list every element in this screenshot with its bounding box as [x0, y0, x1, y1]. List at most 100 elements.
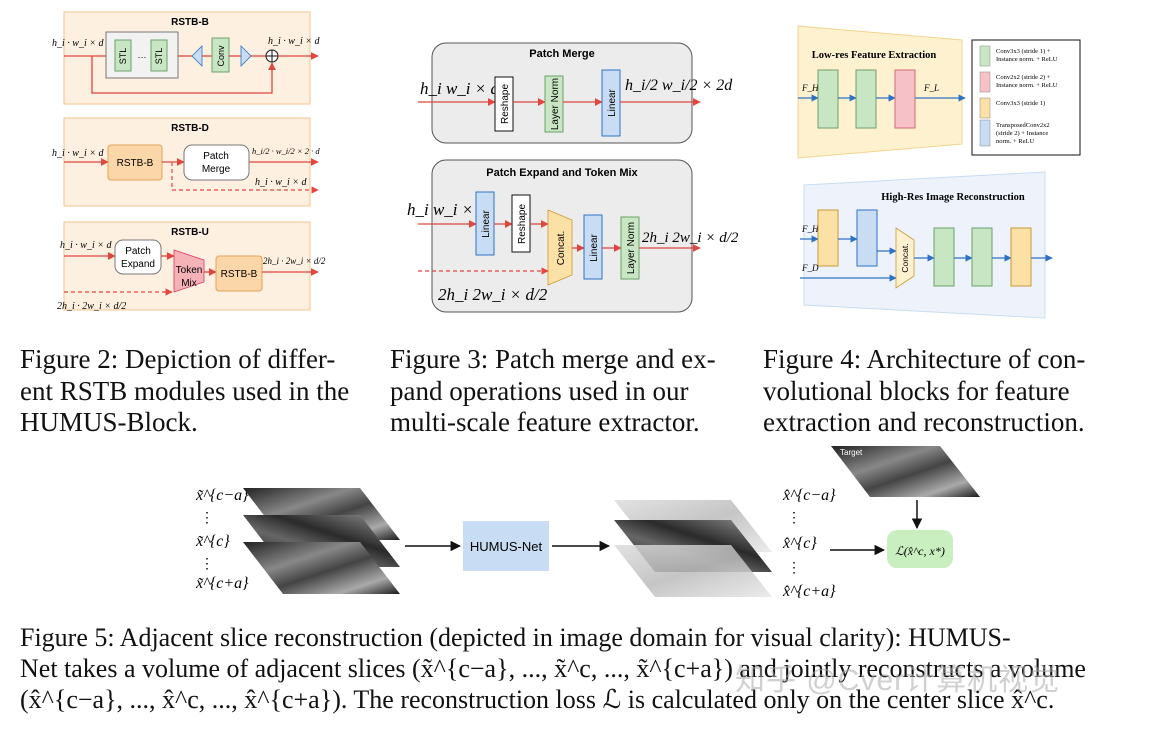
legend-text: Conv2x2 (stride 2) +: [996, 74, 1051, 81]
loss-block: [887, 530, 953, 568]
fig3-caption-line-3: multi-scale feature extractor.: [390, 407, 700, 437]
legend-text: Conv3x3 (stride 1): [996, 100, 1045, 107]
rstb-u-in-label: h_i · w_i × d: [60, 240, 112, 251]
legend-text: TransposedConv2x2: [996, 122, 1050, 129]
fig2-rstb-d: RSTB-D h_i · w_i × d RSTB-B Patch Merge …: [52, 117, 320, 207]
hr-concat-block: [895, 227, 915, 289]
legend-text: Instance norm. + ReLU: [996, 56, 1058, 63]
lr-down-block: [894, 69, 916, 129]
input-dots-2: ⋮: [200, 557, 214, 572]
input-slice-label-top: x̃^{c−a}: [195, 487, 249, 504]
pe-reshape-label: Reshape: [517, 204, 528, 244]
patch-expand-out-label: 2h_i 2w_i × d/2: [642, 230, 739, 246]
conv-label: Conv: [216, 45, 226, 67]
fig5-caption-line-1: Figure 5: Adjacent slice reconstruction …: [20, 623, 1011, 652]
humus-net-block: [463, 521, 549, 571]
rstb-u-rstb-b-label: RSTB-B: [221, 269, 258, 280]
fig4-caption: Figure 4: Architecture of con- volutiona…: [763, 344, 1113, 439]
legend-text: Conv3x3 (stride 1) +: [996, 48, 1051, 55]
output-dots-1: ⋮: [787, 511, 801, 526]
fig2-caption-line-1: Figure 2: Depiction of differ-: [20, 344, 336, 374]
legend-text: norm. + ReLU: [996, 138, 1034, 145]
fig4-highres: High-Res Image Reconstruction F_H F_D Co…: [800, 171, 1053, 319]
pm-layernorm-block: [544, 75, 564, 133]
hr-conv-block-2: [933, 227, 955, 287]
rstb-u-out-label: 2h_i · 2w_i × d/2: [263, 256, 326, 266]
legend-text: (stride 2) + Instance: [996, 130, 1048, 137]
stl-label-1: STL: [118, 48, 128, 65]
patch-expand-label-1: Patch: [125, 246, 151, 257]
rstb-d-in-label: h_i · w_i × d: [52, 148, 104, 159]
rstb-d-title: RSTB-D: [171, 123, 209, 134]
input-dots-1: ⋮: [200, 511, 214, 526]
token-mix-label-1: Token: [176, 265, 203, 276]
fig3-patch-expand: Patch Expand and Token Mix h_i w_i × d L…: [407, 159, 739, 313]
legend-swatch: [979, 97, 991, 119]
hr-conv-block-4: [1010, 227, 1032, 287]
fig2-rstb-b: RSTB-B h_i · w_i × d STL ··· STL Conv h_…: [52, 11, 320, 105]
input-slice-label-mid: x̃^{c}: [195, 533, 230, 550]
legend-swatch: [979, 119, 991, 147]
input-slice-3: [243, 542, 400, 594]
rstb-b-title: RSTB-B: [171, 17, 209, 28]
fig3-caption-line-2: pand operations used in our: [390, 375, 689, 406]
rstb-b-skip: [91, 56, 276, 94]
rstb-d-rstb-b-label: RSTB-B: [117, 158, 154, 169]
target-label: Target: [840, 448, 863, 457]
lowres-out-label: F_L: [923, 83, 939, 93]
token-mix-label-2: Mix: [181, 278, 197, 289]
hr-concat-label: Concat.: [900, 243, 910, 272]
input-slice-label-bot: x̃^{c+a}: [195, 575, 249, 592]
stl-dots: ···: [138, 52, 147, 62]
fig2-rstb-u: RSTB-U h_i · w_i × d Patch Expand Token …: [57, 221, 326, 312]
output-slice-label-bot: x̂^{c+a}: [782, 583, 836, 600]
stl-block-2: [150, 39, 168, 72]
fig4-lowres: Low-res Feature Extraction F_H F_L: [797, 25, 966, 159]
rstb-u-title: RSTB-U: [171, 227, 209, 238]
patch-expand-in-label: h_i w_i × d: [407, 200, 487, 219]
highres-title: High-Res Image Reconstruction: [881, 192, 1025, 203]
lr-conv-block-2: [855, 69, 877, 129]
patch-expand-skip-label: 2h_i 2w_i × d/2: [438, 285, 548, 304]
pe-concat-label: Concat.: [556, 231, 567, 265]
hr-conv-block-1: [817, 209, 839, 267]
fig3-caption-line-1: Figure 3: Patch merge and ex-: [390, 344, 716, 374]
legend-text: Instance norm. + ReLU: [996, 82, 1058, 89]
patch-expand-block: [114, 239, 162, 275]
fig4-caption-line-3: extraction and reconstruction.: [763, 407, 1085, 437]
patch-expand-label-2: Expand: [121, 259, 155, 270]
token-mix-block: [173, 249, 205, 293]
fig4-legend: Conv3x3 (stride 1) +Instance norm. + ReL…: [971, 39, 1081, 156]
rstb-b-in-label: h_i · w_i × d: [52, 38, 104, 49]
highres-in-label-2: F_D: [801, 263, 819, 273]
fig4-caption-line-1: Figure 4: Architecture of con-: [763, 344, 1086, 374]
patch-merge-out-label: h_i/2 w_i/2 × 2d: [625, 77, 733, 94]
rstb-d-out-top-label: h_i/2 · w_i/2 × 2 · d: [252, 146, 320, 156]
hr-conv-block-3: [971, 227, 993, 287]
rstb-u-rstb-b-block: [215, 255, 263, 292]
patch-expand-title: Patch Expand and Token Mix: [486, 167, 638, 179]
stl-block-1: [114, 39, 132, 72]
rstb-d-out-bottom-label: h_i · w_i × d: [255, 177, 307, 188]
fig2-caption-line-2: ent RSTB modules used in the: [20, 375, 350, 406]
fig5-caption-line-3: (x̂^{c−a}, ..., x̂^c, ..., x̂^{c+a}). Th…: [20, 685, 1055, 714]
patch-merge-label-2: Merge: [202, 164, 231, 175]
patch-merge-title: Patch Merge: [529, 48, 594, 60]
fig3-caption: Figure 3: Patch merge and ex- pand opera…: [390, 344, 740, 439]
rstb-b-out-label: h_i · w_i × d: [268, 36, 320, 47]
patch-trapezoid: [240, 45, 252, 67]
rstb-d-skip: [171, 162, 319, 194]
lowres-in-label: F_H: [801, 83, 819, 93]
fig2-caption: Figure 2: Depiction of differ- ent RSTB …: [20, 344, 370, 439]
output-slice-3: [614, 545, 772, 597]
watermark: 知乎 @Cver计算机视觉: [735, 664, 1061, 697]
conv-block: [211, 37, 230, 73]
fig4-caption-line-2: volutional blocks for feature: [763, 375, 1070, 406]
pe-linear-label-1: Linear: [481, 209, 492, 237]
lr-conv-block-1: [817, 69, 839, 129]
fig5-caption: Figure 5: Adjacent slice reconstruction …: [20, 622, 1165, 715]
lowres-panel: [797, 25, 963, 159]
patch-merge-in-label: h_i w_i × d: [420, 79, 500, 98]
pe-layernorm-label: Layer Norm: [626, 222, 637, 274]
